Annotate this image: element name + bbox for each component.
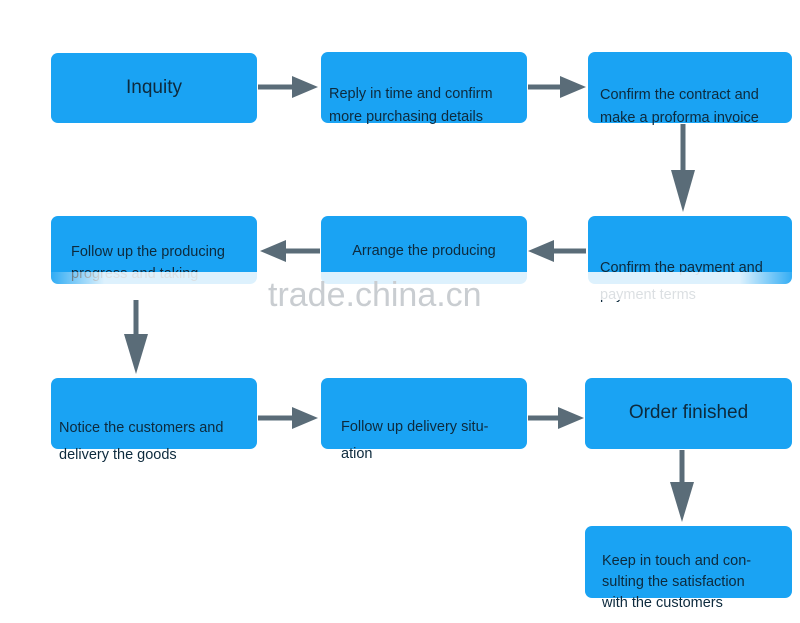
arrow-arrange-to-follow-production: [260, 240, 320, 262]
step-inquity-label: Inquity: [126, 76, 182, 98]
arrow-order-finished-to-keep-touch: [670, 450, 694, 522]
watermark-band: [44, 272, 800, 300]
step-reply: Reply in time and confirm more purchasin…: [321, 52, 527, 126]
arrow-follow-delivery-to-order-finished: [528, 407, 584, 429]
step-keep-in-touch: Keep in touch and con- sulting the satis…: [585, 526, 792, 611]
arrow-payment-to-arrange: [528, 240, 586, 262]
step-confirm-contract: Confirm the contract and make a proforma…: [588, 52, 792, 127]
step-confirm-contract-label: Confirm the contract and make a proforma…: [600, 87, 759, 127]
step-order-finished: Order finished: [585, 378, 792, 449]
arrow-reply-to-contract: [528, 76, 586, 98]
arrow-contract-to-payment: [671, 124, 695, 212]
step-notice-customers: Notice the customers and delivery the go…: [51, 378, 257, 463]
step-order-finished-label: Order finished: [628, 402, 749, 424]
arrow-follow-production-to-notice: [124, 300, 148, 374]
step-arrange-producing-label: Arrange the producing: [352, 243, 496, 259]
arrow-notice-to-follow-delivery: [258, 407, 318, 429]
arrow-inquity-to-reply: [258, 76, 318, 98]
step-keep-in-touch-label: Keep in touch and con- sulting the satis…: [602, 553, 752, 612]
step-inquity: Inquity: [51, 53, 257, 123]
step-follow-delivery-label: Follow up delivery situ- ation: [341, 418, 489, 462]
step-follow-delivery: Follow up delivery situ- ation: [321, 378, 527, 462]
step-notice-customers-label: Notice the customers and delivery the go…: [59, 419, 224, 463]
step-reply-label: Reply in time and confirm more purchasin…: [329, 86, 493, 126]
watermark-text: trade.china.cn: [268, 276, 482, 314]
